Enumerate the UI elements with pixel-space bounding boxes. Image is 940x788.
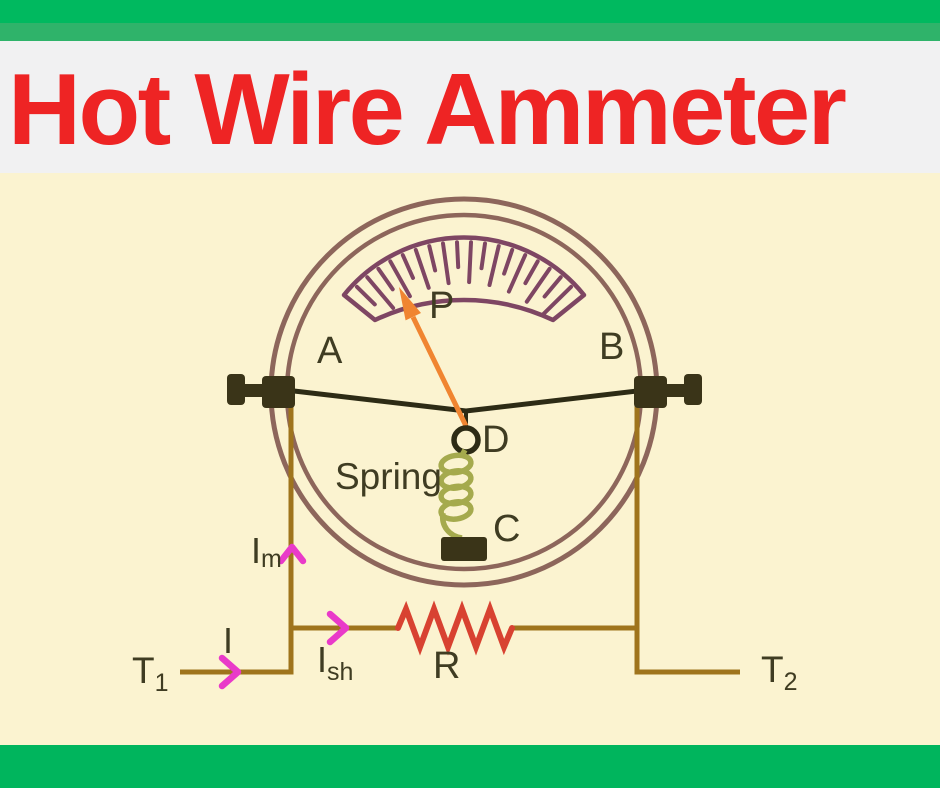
pivot-ring (451, 425, 481, 455)
left-branch-wire (180, 405, 294, 675)
spring-coil (438, 448, 474, 541)
counterweight-block (441, 537, 487, 561)
label-current-im-base: I (251, 530, 261, 571)
label-current-im-sub: m (261, 545, 282, 573)
scale-tick (506, 253, 528, 294)
scale-tick (540, 284, 573, 317)
current-arrow-right-i (218, 654, 242, 690)
label-point-a: A (317, 330, 343, 372)
label-current-ish-base: I (317, 639, 327, 680)
label-terminal-t1: T1 (132, 650, 169, 697)
scale-tick (502, 247, 515, 276)
scale-tick (479, 241, 487, 271)
scale-tick (455, 240, 461, 270)
scale-tick (400, 253, 415, 280)
label-terminal-t2: T2 (761, 649, 798, 696)
scale-tick (355, 284, 377, 307)
scale-tick (427, 244, 438, 273)
hot-wire (293, 388, 638, 414)
terminal-block-right (634, 374, 702, 408)
scale-tick (487, 244, 501, 287)
needle-arrowhead (399, 287, 421, 321)
title-banner: Hot Wire Ammeter (0, 41, 940, 173)
scale-tick (523, 259, 540, 286)
label-point-b: B (599, 326, 624, 368)
label-current-i: I (223, 620, 233, 661)
scale-tick (388, 259, 412, 299)
label-t2-base: T (761, 649, 784, 690)
scale-tick (376, 266, 395, 292)
resistor-zigzag (395, 600, 515, 656)
label-pointer-p: P (429, 285, 454, 327)
page-title: Hot Wire Ammeter (8, 53, 847, 166)
scale-tick (441, 241, 451, 286)
header-bar-accent (0, 23, 940, 41)
label-t1-base: T (132, 650, 155, 691)
scale-tick (413, 247, 431, 290)
scale-tick (524, 266, 552, 304)
terminal-left-body (262, 376, 295, 408)
terminal-right-neck (664, 384, 686, 397)
current-arrow-up-im (277, 543, 307, 565)
header-bar-top (0, 0, 940, 23)
label-current-ish-sub: sh (327, 658, 353, 686)
scale-tick (365, 275, 396, 310)
right-branch-wire (634, 405, 740, 675)
needle-shaft (410, 315, 469, 428)
terminal-left-neck (243, 384, 265, 397)
terminal-right-body (634, 376, 667, 408)
footer-bar (0, 745, 940, 788)
meter-scale-band (341, 235, 587, 323)
spring-loop (438, 499, 474, 522)
meter-scale-ticks (355, 240, 573, 317)
scale-tick (467, 240, 473, 285)
label-current-ish: Ish (317, 639, 353, 686)
meter-outer-ring (268, 196, 660, 588)
terminal-left-cap (227, 374, 245, 405)
label-counterweight-c: C (493, 508, 520, 550)
terminal-right-cap (684, 374, 702, 405)
terminal-block-left (227, 374, 295, 408)
label-t2-sub: 2 (784, 668, 798, 696)
scale-tick (542, 275, 563, 299)
label-resistor-r: R (433, 645, 460, 687)
label-spring: Spring (335, 456, 442, 497)
label-t1-sub: 1 (155, 669, 169, 697)
label-pivot-d: D (482, 419, 509, 461)
label-current-im: Im (251, 530, 282, 573)
current-arrow-right-ish (326, 610, 350, 646)
